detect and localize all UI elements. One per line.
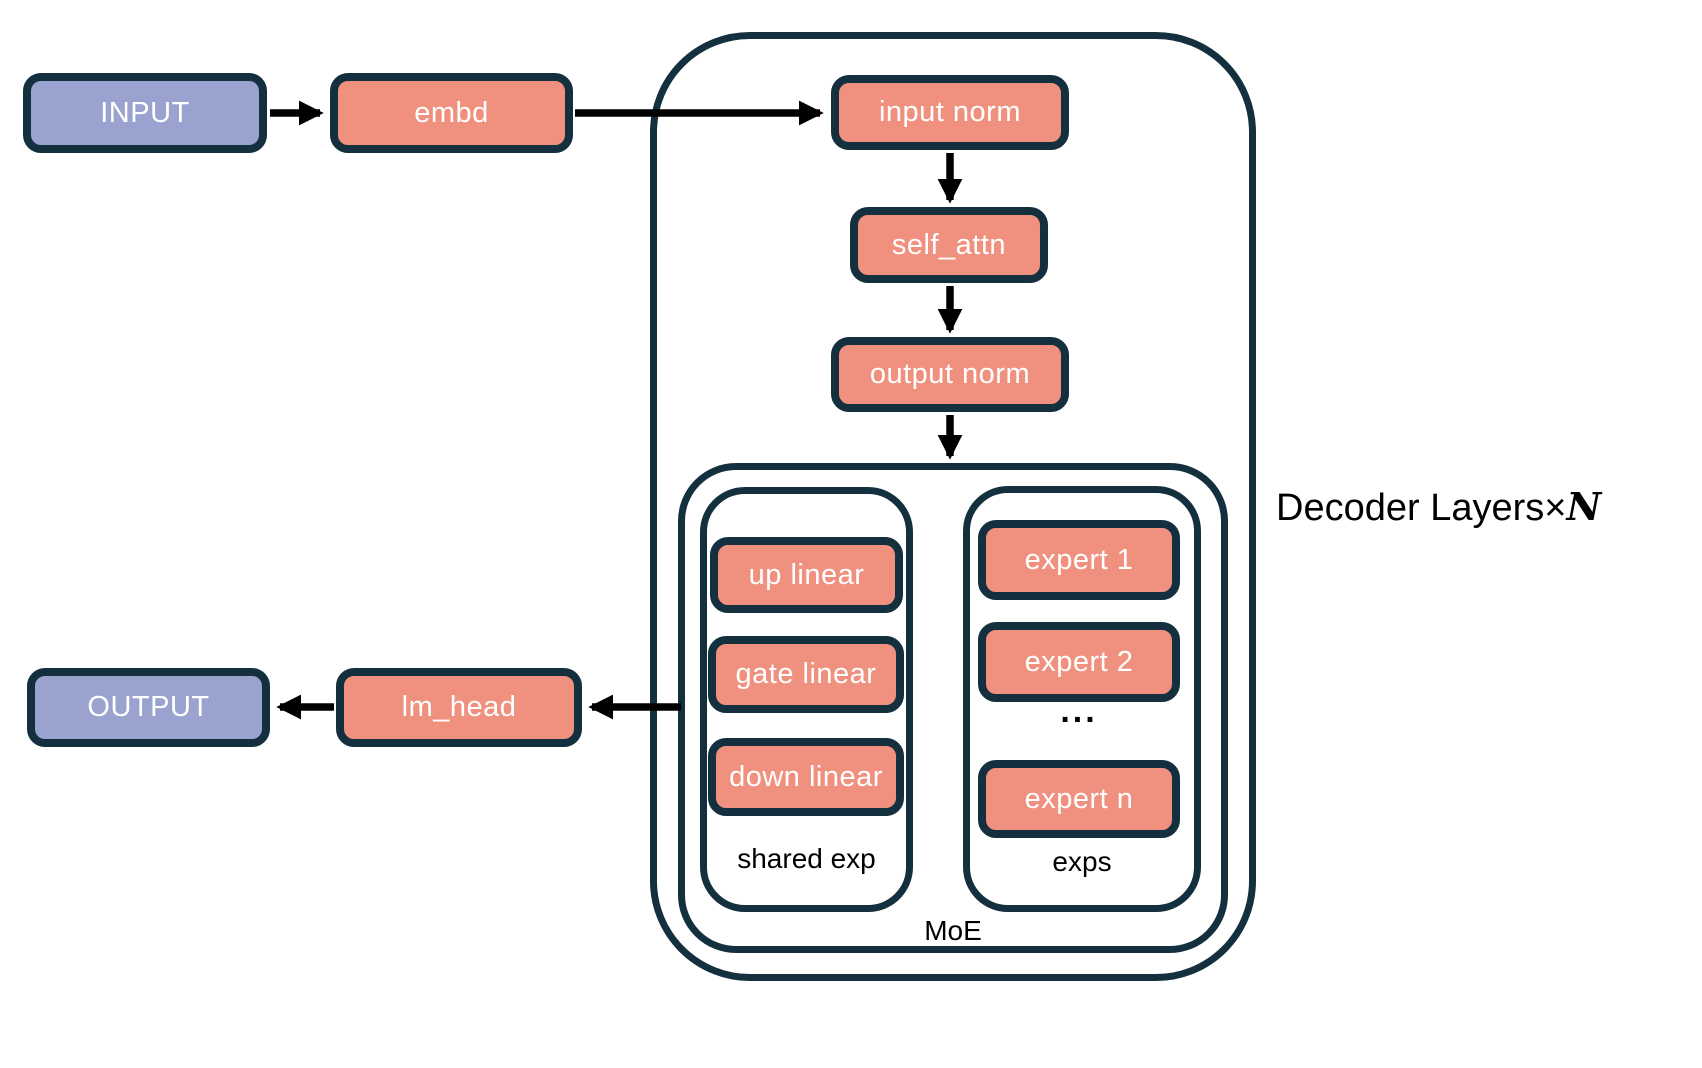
exps-container	[963, 486, 1201, 912]
moe-container	[678, 463, 1228, 953]
decoder-layers-container	[650, 32, 1256, 981]
up-linear-node: up linear	[710, 537, 903, 613]
gate-linear-node: gate linear	[708, 636, 904, 713]
shared-exp-container	[700, 487, 913, 912]
self-attn-node: self_attn	[850, 207, 1048, 283]
shared-exp-label: shared exp	[737, 843, 876, 874]
exps-label: exps	[1052, 846, 1112, 877]
down-linear-node: down linear	[708, 738, 904, 816]
lm-head-node: lm_head	[336, 668, 582, 747]
decoder-layers-title-text: Decoder Layers×	[1276, 487, 1567, 529]
input-node: INPUT	[23, 73, 267, 153]
expert-2-node: expert 2	[978, 622, 1180, 702]
decoder-layers-title: Decoder Layers×N	[1276, 484, 1601, 530]
output-node: OUTPUT	[27, 668, 270, 747]
expert-n-node: expert n	[978, 760, 1180, 838]
decoder-layers-count-n: N	[1566, 484, 1602, 529]
moe-label: MoE	[924, 915, 982, 946]
input-norm-node: input norm	[831, 75, 1069, 150]
expert-1-node: expert 1	[978, 520, 1180, 600]
embd-node: embd	[330, 73, 573, 153]
experts-ellipsis: ...	[1060, 692, 1098, 730]
output-norm-node: output norm	[831, 337, 1069, 412]
